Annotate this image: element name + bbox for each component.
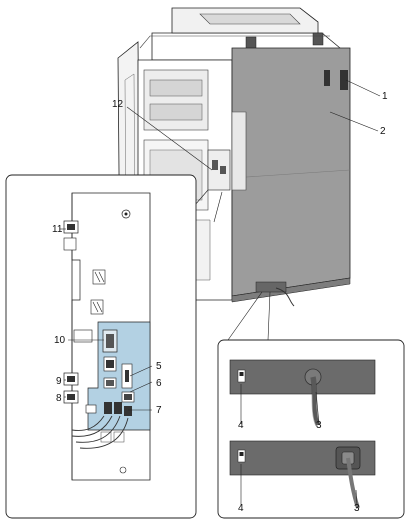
power-zoom-leader <box>227 291 271 341</box>
callout-9: 9 <box>56 376 62 387</box>
callout-3-bottom: 3 <box>354 503 360 514</box>
power-panel-top <box>229 359 376 395</box>
callout-8: 8 <box>56 393 62 404</box>
callout-6: 6 <box>156 378 162 389</box>
callout-2: 2 <box>380 126 386 137</box>
callout-12: 12 <box>112 99 124 110</box>
callout-3-top: 3 <box>316 420 322 431</box>
connector-detail-panel <box>5 174 197 519</box>
power-detail-panel <box>217 339 405 519</box>
callout-5: 5 <box>156 361 162 372</box>
callout-11: 11 <box>52 224 63 235</box>
callout-1: 1 <box>382 91 388 102</box>
power-cord-icon <box>304 368 322 427</box>
callout-labels: 1 2 12 11 10 5 6 7 9 8 4 3 4 3 <box>52 91 388 514</box>
callout-leaders <box>60 79 381 506</box>
callout-4-top: 4 <box>238 420 244 431</box>
callout-7: 7 <box>156 405 162 416</box>
callout-4-bottom: 4 <box>238 503 244 514</box>
callout-10: 10 <box>54 335 66 346</box>
